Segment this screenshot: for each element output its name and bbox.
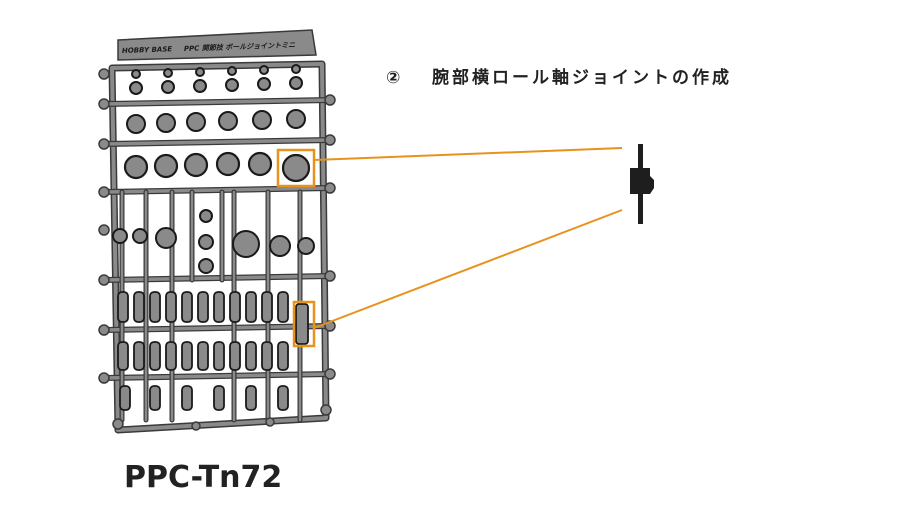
vertical-runners <box>119 189 303 423</box>
sprue-title-label: PPC 関節技 ボールジョイントミニ <box>184 40 296 53</box>
middle-section-parts <box>112 209 315 274</box>
caption-step-number: ② <box>386 68 400 88</box>
roll-joint-part-icon <box>630 144 654 224</box>
ball-joint-row-1 <box>129 64 303 95</box>
sprue-header-plate <box>117 29 317 61</box>
lower-section-parts <box>117 291 309 411</box>
runner-nubs <box>98 68 336 431</box>
ball-joint-row-3 <box>123 151 311 183</box>
sprue-brand-label: HOBBY BASE <box>122 45 173 55</box>
vertical-runners-fill <box>120 190 302 422</box>
horizontal-runners-fill <box>102 98 332 380</box>
highlight-box-shaft <box>292 300 316 348</box>
ball-joint-row-2 <box>126 109 306 134</box>
sprue-outer-frame-fill <box>110 62 328 432</box>
highlight-box-ball-joint <box>276 148 316 188</box>
model-number-label: PPC-Tn72 <box>124 460 282 495</box>
leader-line-ball-joint <box>313 147 623 161</box>
leader-line-shaft <box>313 209 623 329</box>
sprue-tree: HOBBY BASE PPC 関節技 ボールジョイントミニ <box>98 29 336 434</box>
caption-step-title: 腕部横ロール軸ジョイントの作成 <box>432 67 732 88</box>
